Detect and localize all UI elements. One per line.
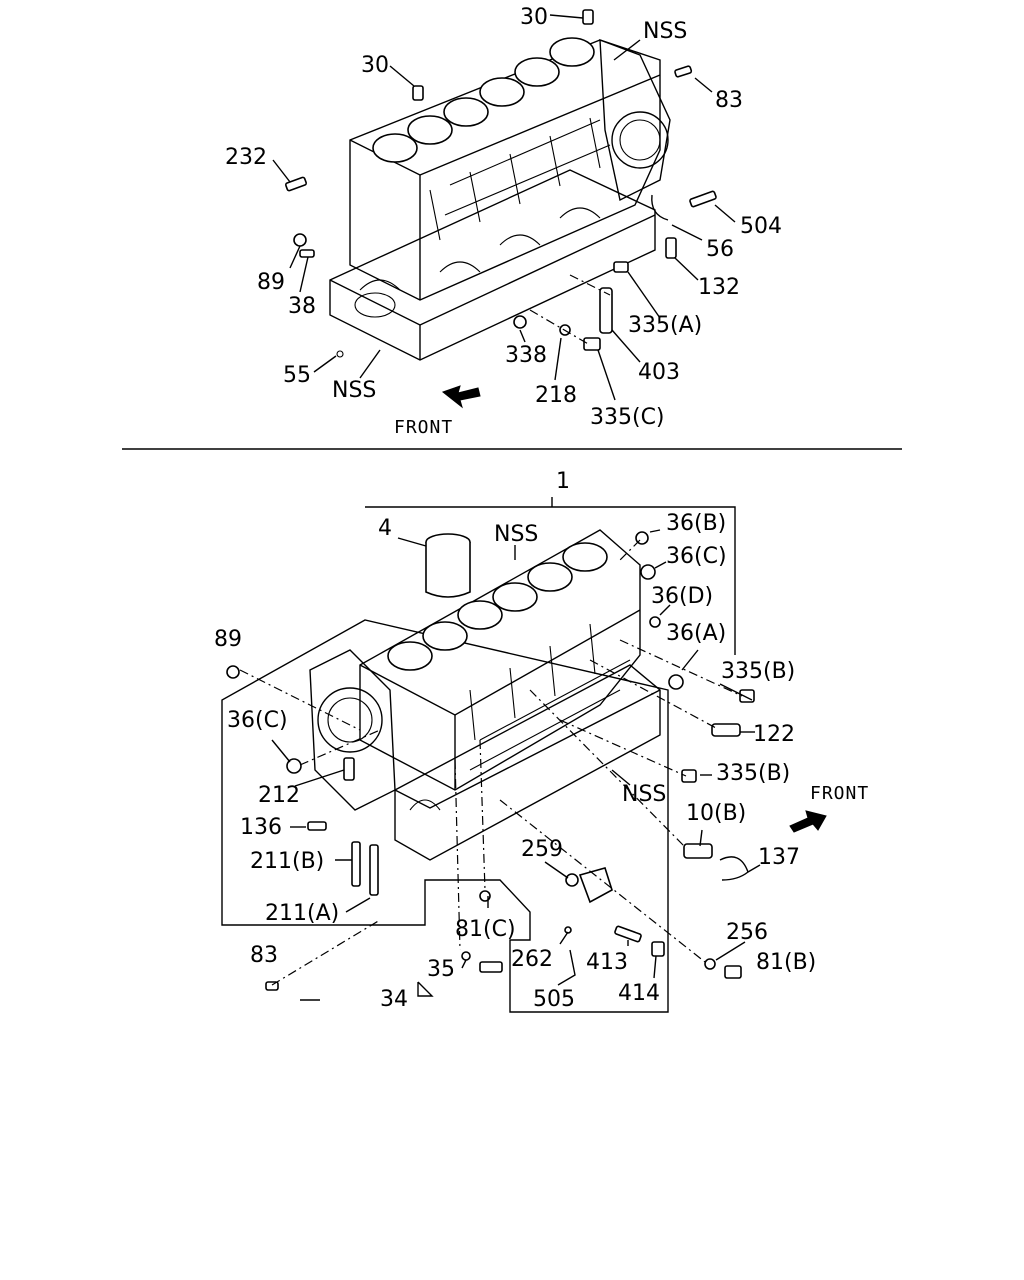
- label-81c: 81(C): [455, 917, 516, 942]
- front-arrow-icon-bottom: [789, 810, 827, 833]
- label-211a: 211(A): [265, 901, 339, 926]
- label-335c: 335(C): [590, 405, 665, 430]
- label-10b: 10(B): [686, 801, 746, 826]
- cap-plug-30: [412, 85, 424, 101]
- label-89: 89: [214, 627, 242, 652]
- bottom-labels: 1 4 NSS 36(B) 36(C) 36(D) 36(A) 89 335(B…: [214, 469, 869, 1012]
- label-403: 403: [638, 360, 680, 385]
- label-30: 30: [361, 53, 389, 78]
- cap-plug-30-top: [582, 9, 594, 25]
- label-4: 4: [378, 516, 392, 541]
- front-label-bottom: FRONT: [810, 783, 869, 804]
- label-137: 137: [758, 845, 800, 870]
- label-335a: 335(A): [628, 313, 702, 338]
- label-nss-bottom: NSS: [622, 782, 666, 807]
- label-504: 504: [740, 214, 782, 239]
- front-arrow-icon: [441, 385, 481, 409]
- label-36a: 36(A): [666, 621, 726, 646]
- label-55: 55: [283, 363, 311, 388]
- label-1: 1: [556, 469, 570, 494]
- label-35: 35: [427, 957, 455, 982]
- label-30-top: 30: [520, 5, 548, 30]
- front-label-top: FRONT: [394, 417, 453, 438]
- label-36d: 36(D): [651, 584, 713, 609]
- label-335b-top: 335(B): [721, 659, 795, 684]
- top-labels: 30 30 NSS 83 232 504 56 89 132 38 335(A)…: [225, 5, 782, 438]
- label-505: 505: [533, 987, 575, 1012]
- label-259: 259: [521, 837, 563, 862]
- label-nss-bottom: NSS: [332, 378, 376, 403]
- label-211b: 211(B): [250, 849, 324, 874]
- label-nss-top: NSS: [494, 522, 538, 547]
- label-338: 338: [505, 343, 547, 368]
- label-56: 56: [706, 237, 734, 262]
- label-36c-right: 36(C): [666, 544, 727, 569]
- label-81b: 81(B): [756, 950, 816, 975]
- bottom-cylinder-block-drawing: [221, 497, 827, 1013]
- label-256: 256: [726, 920, 768, 945]
- label-36c-left: 36(C): [227, 708, 288, 733]
- label-36b: 36(B): [666, 511, 726, 536]
- label-38: 38: [288, 294, 316, 319]
- label-413: 413: [586, 950, 628, 975]
- label-83: 83: [715, 88, 743, 113]
- label-83: 83: [250, 943, 278, 968]
- label-335b-mid: 335(B): [716, 761, 790, 786]
- label-212: 212: [258, 783, 300, 808]
- label-34: 34: [380, 987, 408, 1012]
- top-cylinder-block-drawing: [272, 9, 736, 409]
- label-218: 218: [535, 383, 577, 408]
- label-132: 132: [698, 275, 740, 300]
- label-136: 136: [240, 815, 282, 840]
- label-262: 262: [511, 947, 553, 972]
- label-414: 414: [618, 981, 660, 1006]
- label-nss-top: NSS: [643, 19, 687, 44]
- label-122: 122: [753, 722, 795, 747]
- label-232: 232: [225, 145, 267, 170]
- label-89: 89: [257, 270, 285, 295]
